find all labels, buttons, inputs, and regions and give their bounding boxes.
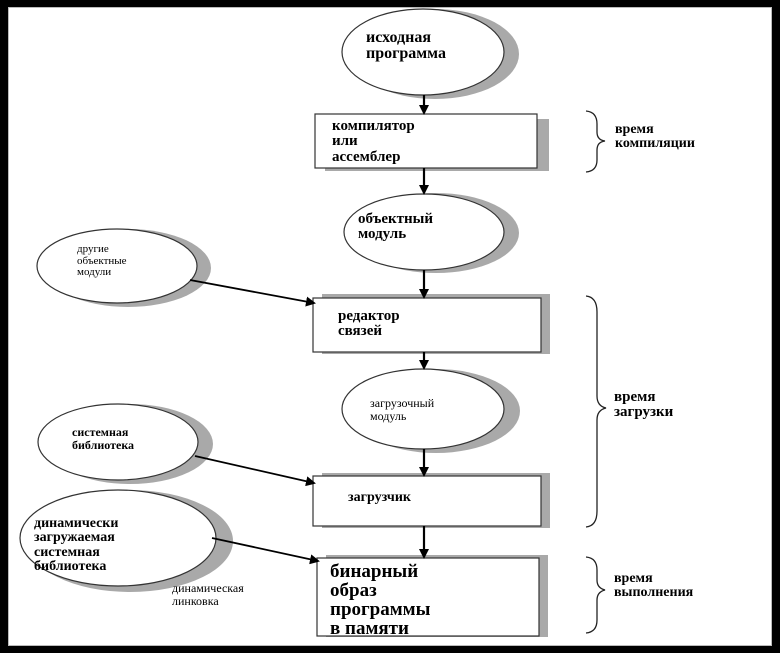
- brace-run-time: [585, 556, 606, 634]
- compiler-box: [314, 113, 549, 171]
- compile-time-label: время компиляции: [615, 122, 695, 152]
- brace-compile-time: [585, 110, 606, 173]
- system-library-label: системная библиотека: [72, 425, 135, 452]
- linker-box: [312, 294, 550, 354]
- arrow-dynamic-library-to-binary: [211, 537, 320, 565]
- object-module-node: [343, 193, 519, 273]
- object-module-label: объектный модуль: [358, 211, 434, 243]
- binary-image-box: [316, 555, 548, 637]
- loader-box: [312, 473, 550, 528]
- arrow-other-modules-to-linker: [189, 279, 316, 307]
- linker-label: редактор связей: [338, 308, 400, 340]
- dynamic-library-label: динамически загружаемая системная библио…: [34, 516, 119, 574]
- system-library-node: [37, 403, 213, 484]
- source-program-node: [341, 8, 519, 99]
- other-modules-label: другие объектные модули: [77, 243, 127, 279]
- dynamic-library-node: [19, 489, 233, 592]
- loader-label: загрузчик: [348, 490, 411, 505]
- run-time-label: время выполнения: [614, 571, 694, 601]
- load-time-label: время загрузки: [614, 389, 674, 421]
- other-modules-node: [36, 228, 211, 307]
- brace-load-time: [585, 295, 607, 528]
- binary-image-label: бинарный образ программы в памяти: [330, 561, 431, 639]
- arrow-system-library-to-loader: [194, 455, 316, 487]
- dynamic-linking-label: динамическая линковка: [172, 581, 244, 608]
- load-module-label: загрузочный модуль: [370, 396, 435, 423]
- source-program-label: исходная программа: [366, 29, 446, 63]
- compiler-label: компилятор или ассемблер: [332, 118, 415, 165]
